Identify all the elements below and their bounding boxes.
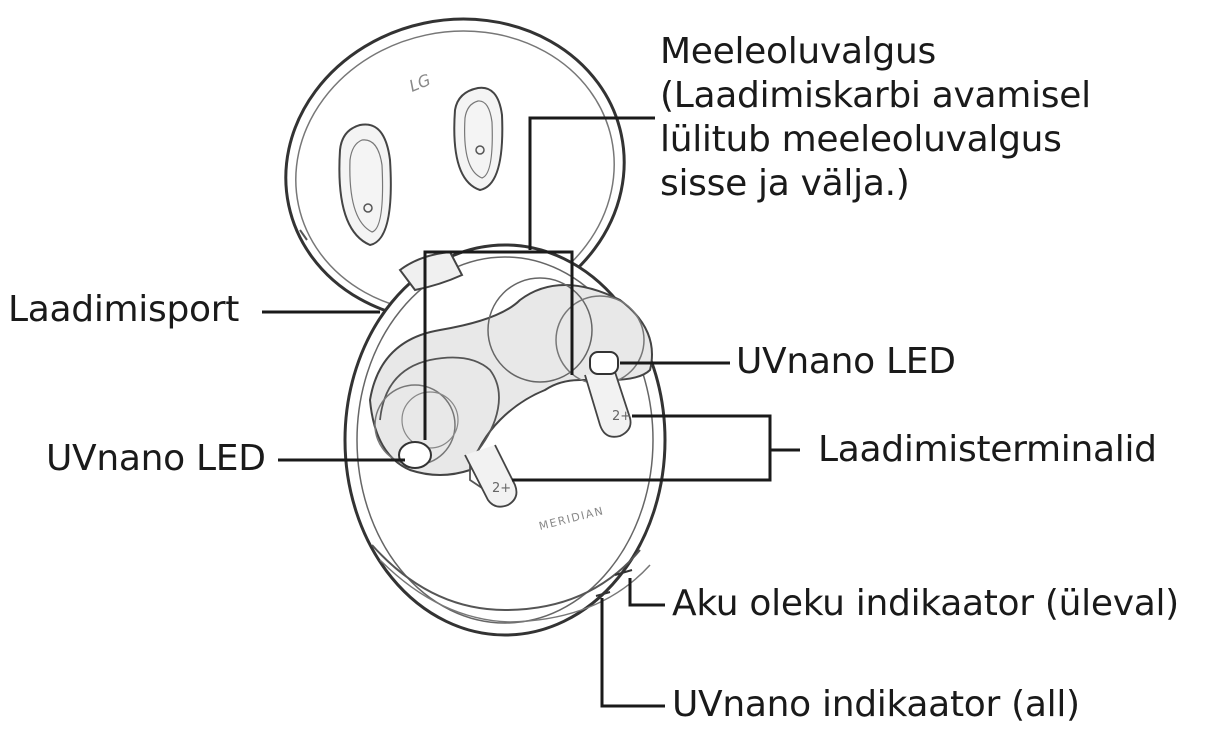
leader-lines	[262, 116, 800, 708]
label-uvnano-indicator: UVnano indikaator (all)	[672, 684, 1080, 725]
label-battery-indicator: Aku oleku indikaator (üleval)	[672, 583, 1179, 624]
left-terminal-marking: 2+	[492, 481, 511, 496]
right-terminal-marking: 2+	[612, 409, 631, 424]
label-mood-light: Meeleoluvalgus (Laadimiskarbi avamisel l…	[660, 30, 1091, 206]
case-lid: LG	[284, 17, 626, 323]
label-mood-light-line-4: sisse ja välja.)	[660, 163, 910, 204]
label-mood-light-line-3: lülitub meeleoluvalgus	[660, 119, 1062, 160]
label-charging-port: Laadimisport	[8, 289, 240, 330]
uvnano-led-left-marker	[398, 441, 432, 469]
label-mood-light-line-1: Meeleoluvalgus	[660, 31, 936, 72]
case-body: 2+ 2+ MERIDIAN	[343, 243, 667, 637]
label-mood-light-line-2: (Laadimiskarbi avamisel	[660, 75, 1091, 116]
label-uvnano-led-right: UVnano LED	[736, 341, 956, 382]
uvnano-led-right-marker	[589, 351, 619, 375]
label-charging-terminals: Laadimisterminalid	[818, 429, 1157, 470]
label-uvnano-led-left: UVnano LED	[46, 438, 266, 479]
